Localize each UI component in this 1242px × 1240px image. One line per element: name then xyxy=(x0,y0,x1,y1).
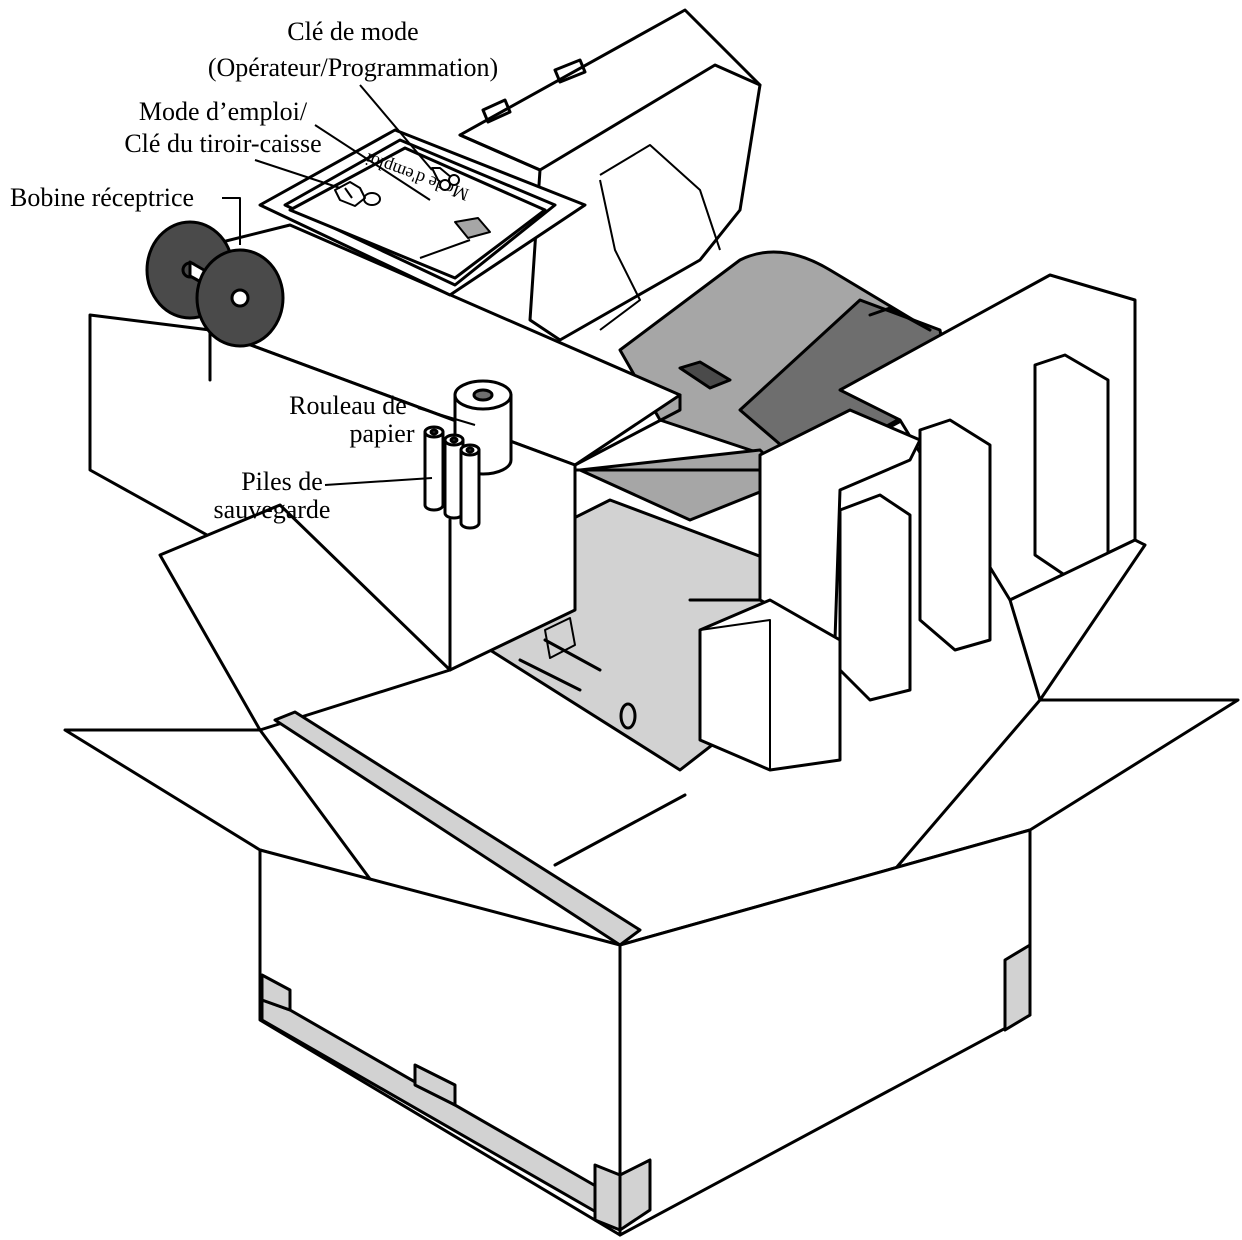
label-batteries-line1: Piles de xyxy=(241,467,323,496)
label-batteries-line2: sauvegarde xyxy=(214,495,331,524)
label-paper-roll-line1: Rouleau de xyxy=(289,391,407,420)
backup-batteries xyxy=(423,425,481,530)
label-take-up-spool: Bobine réceptrice xyxy=(10,183,194,212)
take-up-spool xyxy=(145,220,285,348)
label-manual-line1: Mode d’emploi/ xyxy=(139,97,308,126)
label-manual-line2: Clé du tiroir-caisse xyxy=(124,129,321,158)
callout-labels: Clé de mode (Opérateur/Programmation) Mo… xyxy=(10,17,498,524)
cardboard-box xyxy=(63,503,1240,1237)
drawer-key-icon xyxy=(334,181,381,207)
manual-and-key-sheet: Mode d'emploi xyxy=(258,128,587,297)
label-paper-roll-line2: papier xyxy=(350,419,415,448)
leader-lines xyxy=(222,84,476,486)
label-mode-key-line1: Clé de mode xyxy=(287,17,418,46)
mode-key-icon xyxy=(431,167,460,191)
label-mode-key-line2: (Opérateur/Programmation) xyxy=(208,53,498,82)
